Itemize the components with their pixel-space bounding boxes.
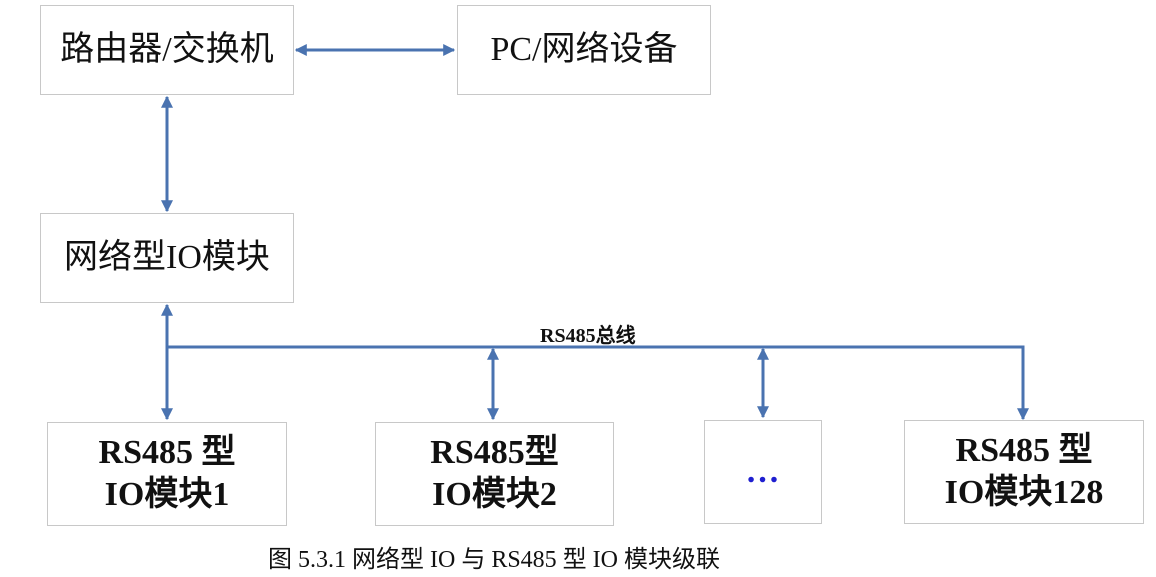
rs485-io-module-128-box: RS485 型 IO模块128 bbox=[904, 420, 1144, 524]
ellipsis-box: … bbox=[704, 420, 822, 524]
rs485-bus-line bbox=[167, 345, 1029, 421]
figure-caption: 图 5.3.1 网络型 IO 与 RS485 型 IO 模块级联 bbox=[268, 547, 721, 573]
router-switch-box: 路由器/交换机 bbox=[40, 5, 294, 95]
rs485-bus-label: RS485总线 bbox=[540, 325, 636, 347]
rs485-io-module-128-line2: IO模块128 bbox=[944, 474, 1104, 511]
pc-network-device-box: PC/网络设备 bbox=[457, 5, 711, 95]
pc-network-device-label: PC/网络设备 bbox=[490, 30, 678, 68]
rs485-io-module-1-box: RS485 型 IO模块1 bbox=[47, 422, 287, 526]
network-io-module-box: 网络型IO模块 bbox=[40, 213, 294, 303]
rs485-io-module-128-line1: RS485 型 bbox=[955, 431, 1093, 469]
rs485-io-module-1-line1: RS485 型 bbox=[98, 433, 236, 471]
rs485-io-module-2-line1: RS485型 bbox=[430, 433, 559, 471]
network-io-module-label: 网络型IO模块 bbox=[64, 238, 270, 276]
ellipsis-label: … bbox=[745, 453, 781, 490]
rs485-io-module-2-line2: IO模块2 bbox=[432, 476, 557, 513]
rs485-io-module-2-box: RS485型 IO模块2 bbox=[375, 422, 614, 526]
rs485-io-module-1-line2: IO模块1 bbox=[104, 476, 230, 513]
router-switch-label: 路由器/交换机 bbox=[60, 30, 274, 68]
